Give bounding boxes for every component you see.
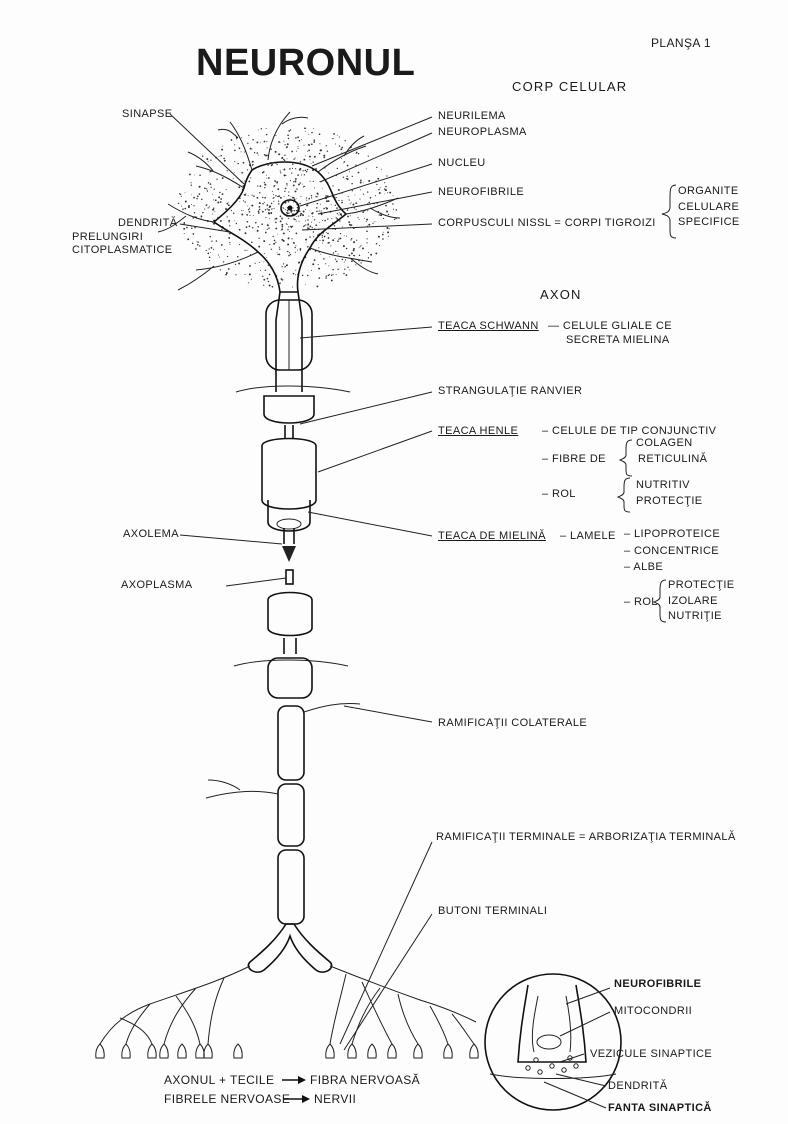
label-neurofibrile: NEUROFIBRILE [438,186,525,198]
axon [205,291,361,973]
label-mielina-protectie: PROTECŢIE [668,579,735,591]
label-fanta-sinaptica: FANTA SINAPTICĂ [608,1102,712,1114]
label-albe: – ALBE [624,561,664,573]
label-mielina-rol: – ROL [624,596,658,608]
section-corp-celular: CORP CELULAR [512,79,628,94]
label-schwann-desc: — CELULE GLIALE CE [548,320,672,332]
terminal-button [325,1043,335,1059]
label-reticulina: RETICULINĂ [638,453,708,465]
label-axoplasma: AXOPLASMA [121,579,193,591]
footer-fibra-nervoasa: FIBRA NERVOASĂ [310,1073,421,1087]
label-celulare: CELULARE [678,201,740,213]
label-nucleu: NUCLEU [438,157,486,169]
synaptic-vesicle [549,1063,555,1069]
terminal-button [469,1043,479,1059]
terminal-button [177,1043,187,1059]
label-mitocondrii: MITOCONDRII [614,1005,693,1017]
label-teaca-henle: TEACA HENLE [438,425,519,437]
plate-number: PLANŞA 1 [651,36,711,50]
label-izolare: IZOLARE [668,595,718,607]
label-teaca-mielina: TEACA DE MIELINĂ [438,530,546,542]
label-mielina-lamele: – LAMELE [560,530,616,542]
section-axon: AXON [540,287,582,302]
label-butoni-terminali: BUTONI TERMINALI [438,905,548,917]
terminal-button [387,1043,397,1059]
label-protectie: PROTECŢIE [636,495,703,507]
footer-fibrele-nervoase: FIBRELE NERVOASE [164,1092,291,1106]
page-title: NEURONUL [196,42,416,84]
label-strangulatie-ranvier: STRANGULAŢIE RANVIER [438,385,583,397]
label-teaca-schwann: TEACA SCHWANN [438,320,539,332]
terminal-button [95,1043,105,1059]
synaptic-vesicle [533,1057,539,1063]
terminal-button [233,1043,243,1059]
label-ramificatii-terminale: RAMIFICAŢII TERMINALE = ARBORIZAŢIA TERM… [436,831,736,843]
label-nutritie: NUTRIŢIE [668,610,722,622]
terminal-button [413,1043,423,1059]
label-concentrice: – CONCENTRICE [624,545,720,557]
henle-sheath [261,437,317,510]
label-nutritiv: NUTRITIV [636,479,690,491]
label-henle-celule: – CELULE DE TIP CONJUNCTIV [542,425,717,437]
nucleus [280,199,300,217]
label-citoplasmatice: CITOPLASMATICE [72,244,173,256]
label-dendrita: DENDRITĂ [118,217,178,229]
label-henle-rol: – ROL [542,488,576,500]
footer-axonul-tecile: AXONUL + TECILE [164,1073,275,1087]
footer-nervii: NERVII [314,1092,357,1106]
footer-arrows [282,1076,310,1103]
terminal-button [159,1043,169,1059]
label-prelungiri: PRELUNGIRI [72,231,144,243]
label-organite: ORGANITE [678,185,739,197]
myelin-lamellae [267,500,311,532]
synaptic-vesicle [561,1067,567,1073]
label-axolema: AXOLEMA [123,528,179,540]
label-lipoproteice: – LIPOPROTEICE [624,528,721,540]
synaptic-vesicle [573,1063,579,1069]
terminal-arborization [95,965,479,1059]
label-sinapse: SINAPSE [122,108,173,120]
label-ramificatii-colaterale: RAMIFICAŢII COLATERALE [438,717,588,729]
label-neuroplasma: NEUROPLASMA [438,126,527,138]
label-colagen: COLAGEN [636,437,693,449]
label-henle-fibre: – FIBRE DE [542,453,606,465]
leader-lines [169,113,611,1109]
terminal-button [367,1043,377,1059]
synaptic-vesicle [537,1069,543,1075]
synapse-inset [484,973,622,1111]
label-neurilema: NEURILEMA [438,110,506,122]
label-schwann-desc2: SECRETA MIELINA [566,334,670,346]
synaptic-vesicle [525,1065,531,1071]
label-corpusculi-nissl: CORPUSCULI NISSL = CORPI TIGROIZI [438,217,656,229]
terminal-button [203,1043,213,1059]
terminal-button [443,1043,453,1059]
dendrites [157,111,401,291]
label-syn-neurofibrile: NEUROFIBRILE [614,978,702,990]
label-vezicule-sinaptice: VEZICULE SINAPTICE [590,1048,713,1060]
label-specifice: SPECIFICE [678,216,740,228]
cell-body-stipple [177,127,398,288]
terminal-button [195,1043,205,1059]
label-syn-dendrita: DENDRITĂ [608,1080,668,1092]
braces [616,184,677,623]
terminal-button [121,1043,131,1059]
terminal-buttons [95,1043,479,1059]
terminal-button [347,1043,357,1059]
terminal-button [147,1043,157,1059]
